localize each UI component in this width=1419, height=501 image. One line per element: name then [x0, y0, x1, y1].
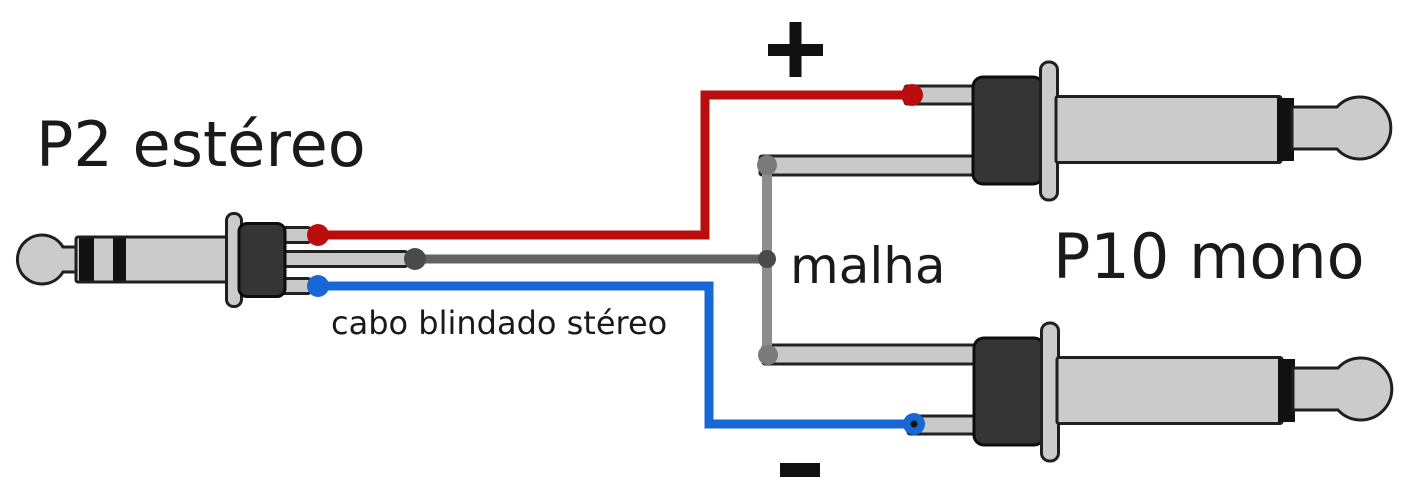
shield-junction-dot-bottom: [758, 345, 778, 365]
p10-top-sleeve-lug: [758, 154, 982, 177]
p2-shaft: [74, 235, 230, 284]
p2-tip-ball: [16, 233, 79, 286]
p2-tip-solder-dot: [307, 224, 329, 246]
p2-sleeve-lug: [268, 250, 409, 268]
p10-top-body: [971, 60, 1393, 202]
p10-bottom-body: [972, 321, 1394, 463]
p2-label: P2 estéreo: [36, 108, 366, 181]
p10-bottom-sleeve-lug: [761, 343, 982, 366]
minus-sign: [780, 463, 820, 477]
p10-label: P10 mono: [1053, 220, 1365, 293]
wires: [318, 90, 914, 429]
p2-ring-solder-dot: [307, 275, 329, 297]
shield-junction-dot-top: [757, 155, 777, 175]
p10-top-tip-solder-dot: [901, 84, 923, 106]
p10-mono-plug-top: [758, 60, 1393, 202]
blue-ring-wire: [318, 281, 914, 429]
red-tip-wire: [318, 90, 912, 240]
cable-label: cabo blindado stéreo: [331, 304, 667, 342]
p10-mono-plug-bottom: [761, 321, 1394, 463]
solder-joints: [307, 84, 925, 435]
p2-sleeve-solder-dot: [404, 248, 426, 270]
shield-label: malha: [790, 237, 946, 295]
shield-junction-dot-middle: [758, 250, 776, 268]
p2-body-housing: [237, 222, 287, 298]
plus-sign-vbar: [789, 22, 802, 77]
p2-insulator-band-2: [113, 238, 126, 281]
p10-bottom-tip-solder-dot-center: [910, 420, 918, 428]
p2-stereo-plug: [16, 212, 409, 308]
plus-sign: [768, 22, 823, 77]
p2-insulator-band-1: [79, 238, 94, 281]
